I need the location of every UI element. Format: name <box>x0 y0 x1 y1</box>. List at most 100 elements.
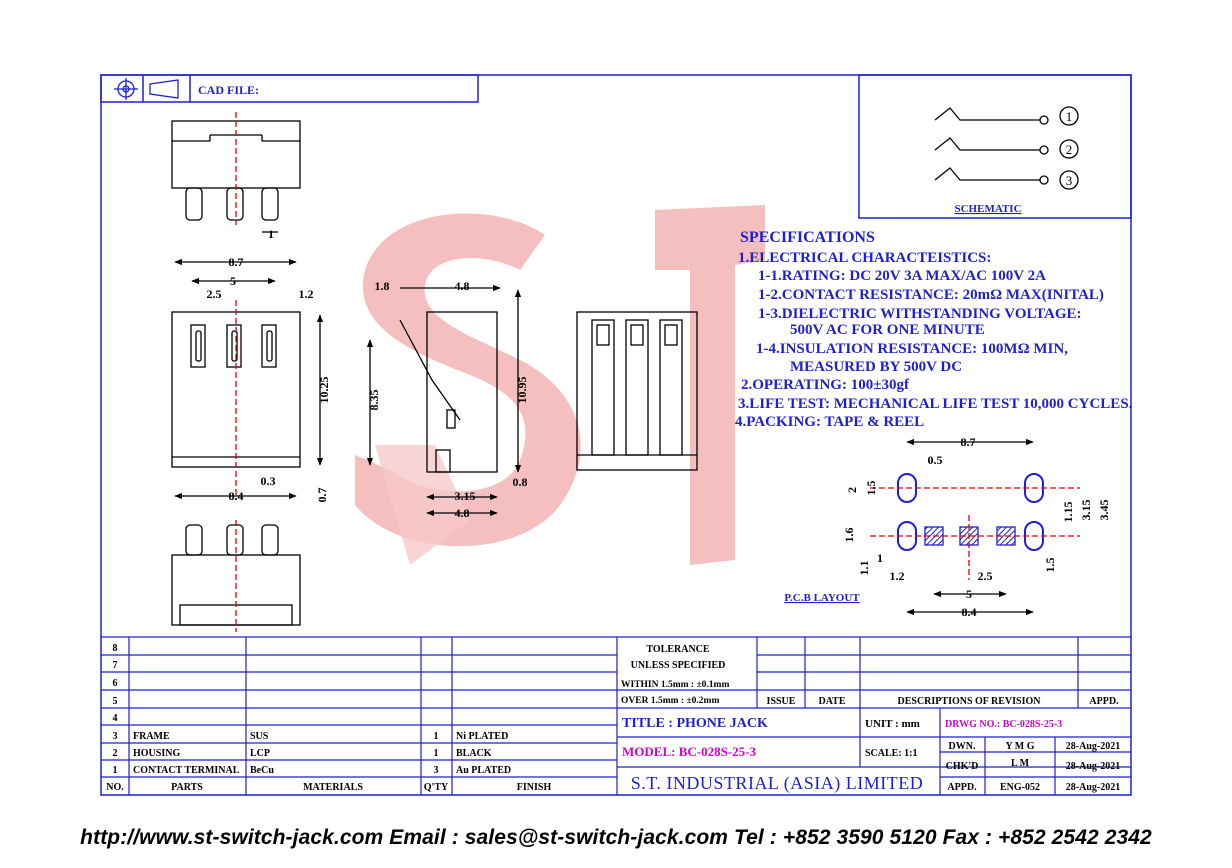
front-dim-width: 8.7 <box>229 255 244 269</box>
pcb-dim-r3: 3.45 <box>1097 500 1111 521</box>
bottom-view <box>171 520 301 632</box>
pcb-dim-b1: 1.2 <box>890 569 905 583</box>
pcb-layout-title: P.C.B LAYOUT <box>784 592 860 604</box>
bom-row-qty: 3 <box>434 765 439 776</box>
spec-line: 1-1.RATING: DC 20V 3A MAX/AC 100V 2A <box>758 268 1046 284</box>
tolerance-block: TOLERANCE UNLESS SPECIFIED WITHIN 1.5mm … <box>621 644 1119 707</box>
bom-header-no: NO. <box>106 782 124 793</box>
front-dim-pin: 1.2 <box>299 287 314 301</box>
pcb-dim-bot: 1.1 <box>857 561 871 576</box>
schematic-terminal-1: 1 <box>1066 109 1073 124</box>
schematic-terminal-3: 3 <box>1066 173 1073 188</box>
schematic-diagram <box>934 106 1079 190</box>
bom-row-no: 7 <box>113 660 118 671</box>
sign-name: ENG-052 <box>1000 782 1040 793</box>
revision-header-issue: ISSUE <box>767 696 796 707</box>
pcb-dimensions: 8.7 0.5 2 1.5 1.6 1 1.1 1.15 3.15 3.45 1… <box>842 435 1111 619</box>
top-view <box>171 112 301 233</box>
bom-row-qty: 1 <box>434 731 439 742</box>
front-dim-height: 10.25 <box>317 377 331 404</box>
pcb-layout <box>870 438 1080 616</box>
spec-line: 500V AC FOR ONE MINUTE <box>790 322 985 338</box>
side-dim-a: 1.8 <box>375 279 390 293</box>
bom-row-part: CONTACT TERMINAL <box>133 765 240 776</box>
spec-line: 2.OPERATING: 100±30gf <box>741 377 910 393</box>
sign-role: DWN. <box>949 741 976 752</box>
bom-row-material: BeCu <box>250 765 274 776</box>
company-name: S.T. INDUSTRIAL (ASIA) LIMITED <box>631 773 923 794</box>
bom-row-material: LCP <box>250 748 270 759</box>
side-view <box>366 284 522 517</box>
sign-off-table: DWN. Y M G 28-Aug-2021 CHK'D L M 28-Aug-… <box>946 741 1121 793</box>
sign-date: 28-Aug-2021 <box>1066 741 1120 752</box>
bom-row-qty: 1 <box>434 748 439 759</box>
pcb-dim-r1: 1.15 <box>1061 502 1075 523</box>
revision-header-appd: APPD. <box>1089 696 1119 707</box>
bom-row-finish: Au PLATED <box>456 765 511 776</box>
bom-row-finish: Ni PLATED <box>456 731 508 742</box>
bom-header-finish: FINISH <box>517 782 552 793</box>
bom-row-part: HOUSING <box>133 748 180 759</box>
sign-date: 28-Aug-2021 <box>1066 782 1120 793</box>
side-dim-height: 8.35 <box>367 390 381 411</box>
sign-role: CHK'D <box>946 761 979 772</box>
revision-header-descriptions: DESCRIPTIONS OF REVISION <box>898 696 1042 707</box>
pcb-dim-slot-h: 2 <box>845 487 859 493</box>
cad-file-label: CAD FILE: <box>198 83 259 97</box>
watermark-st-logo <box>355 205 765 565</box>
drawing-frame <box>100 74 1132 796</box>
side-dim-d: 4.8 <box>455 506 470 520</box>
front-dim-step: 0.3 <box>261 474 276 488</box>
revision-header-date: DATE <box>818 696 845 707</box>
bom-header-materials: MATERIALS <box>303 782 363 793</box>
pcb-dim-width: 8.7 <box>961 435 976 449</box>
bom-row-no: 2 <box>113 748 118 759</box>
bom-row-material: SUS <box>250 731 269 742</box>
bom-row-part: FRAME <box>133 731 170 742</box>
unit-label: UNIT : mm <box>865 718 920 730</box>
spec-line: 1-4.INSULATION RESISTANCE: 100MΩ MIN, <box>756 341 1068 357</box>
top-view-dim-pitch: 1 <box>268 227 274 241</box>
spec-line: 4.PACKING: TAPE & REEL <box>735 414 924 430</box>
tolerance-subtitle: UNLESS SPECIFIED <box>631 660 726 671</box>
tolerance-over: OVER 1.5mm : ±0.2mm <box>621 696 719 706</box>
bom-row-finish: BLACK <box>456 748 492 759</box>
pcb-dim-b4: 8.4 <box>962 605 977 619</box>
bom-row-no: 4 <box>113 713 118 724</box>
spec-line: 1-2.CONTACT RESISTANCE: 20mΩ MAX(INITAL) <box>758 287 1104 303</box>
spec-line: 1.ELECTRICAL CHARACTEISTICS: <box>738 250 991 266</box>
drawing-number: DRWG NO.: BC-028S-25-3 <box>945 719 1062 730</box>
sign-name: Y M G <box>1005 741 1034 752</box>
pcb-dim-pad-g: 1 <box>877 551 883 565</box>
front-dim-pitch: 5 <box>230 274 236 288</box>
front-dim-half: 2.5 <box>207 287 222 301</box>
schematic-title: SCHEMATIC <box>954 203 1021 215</box>
front-view <box>171 258 324 500</box>
spec-line: 1-3.DIELECTRIC WITHSTANDING VOLTAGE: <box>758 306 1082 322</box>
bom-row-no: 3 <box>113 731 118 742</box>
bom-row-no: 6 <box>113 678 118 689</box>
pcb-dim-b2: 2.5 <box>978 569 993 583</box>
title-block-grid <box>101 636 1131 795</box>
side-dim-c: 3.15 <box>455 489 476 503</box>
spec-line: 3.LIFE TEST: MECHANICAL LIFE TEST 10,000… <box>738 396 1133 412</box>
spec-title: SPECIFICATIONS <box>740 229 875 246</box>
projection-symbol-icon <box>114 78 179 100</box>
pcb-dim-slot-w: 1.5 <box>864 481 878 496</box>
sign-name: L M <box>1011 758 1030 769</box>
scale-label: SCALE: 1:1 <box>865 748 918 759</box>
drawing-title: TITLE : PHONE JACK <box>622 716 768 731</box>
pcb-dim-r4: 1.5 <box>1043 558 1057 573</box>
bom-header-qty: Q'TY <box>424 782 449 793</box>
side-dim-total: 10.95 <box>515 377 529 404</box>
rear-view <box>576 311 698 471</box>
tolerance-within: WITHIN 1.5mm : ±0.1mm <box>621 680 729 690</box>
contact-footer: http://www.st-switch-jack.com Email : sa… <box>80 826 1152 849</box>
model-number: MODEL: BC-028S-25-3 <box>622 744 756 759</box>
bom-row-no: 5 <box>113 696 118 707</box>
spec-line: MEASURED BY 500V DC <box>790 359 962 375</box>
front-dim-foot: 0.7 <box>315 488 329 503</box>
pcb-dim-r2: 3.15 <box>1079 500 1093 521</box>
specifications-block: SPECIFICATIONS 1.ELECTRICAL CHARACTEISTI… <box>735 229 1133 430</box>
